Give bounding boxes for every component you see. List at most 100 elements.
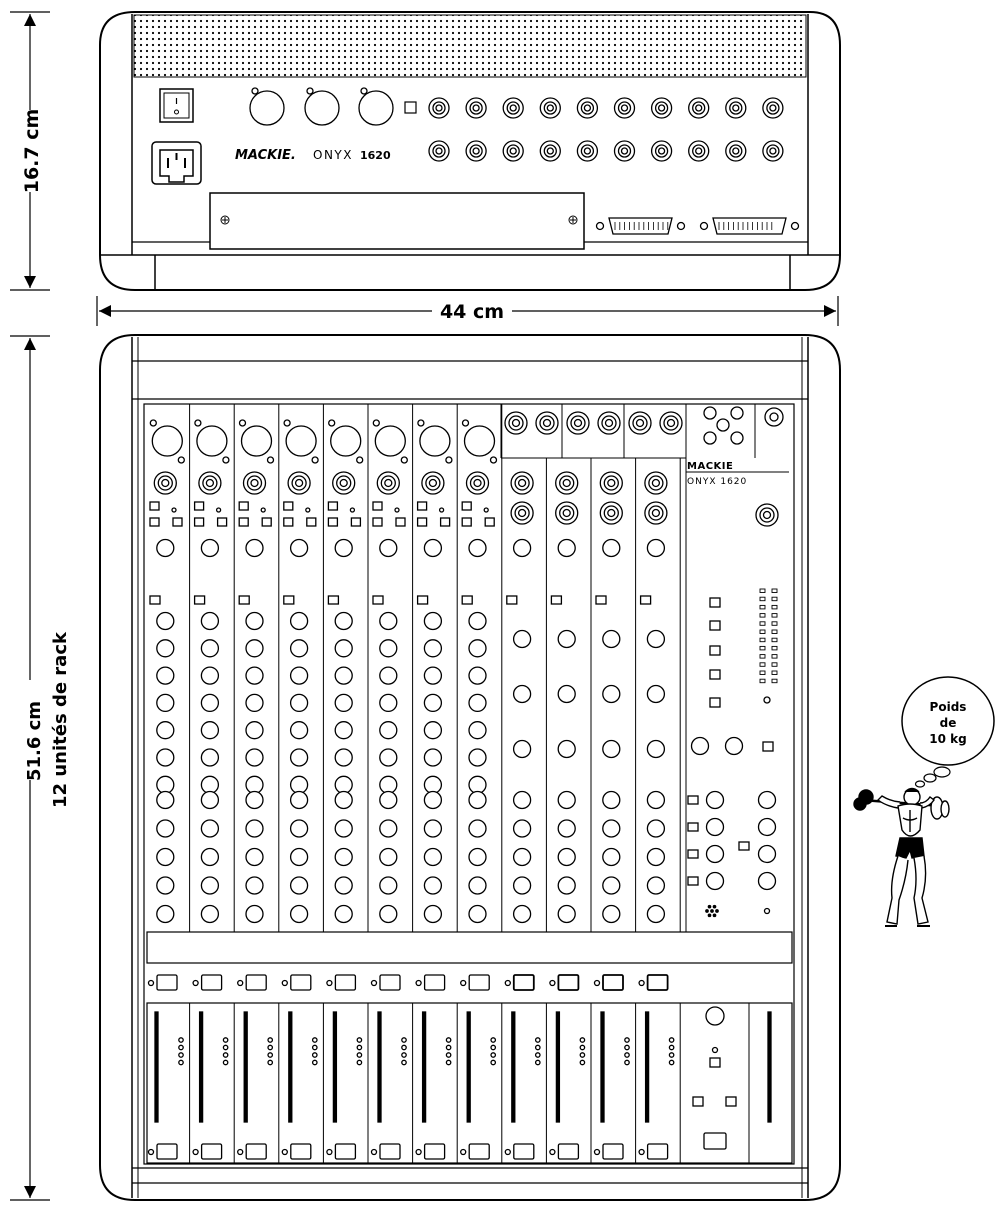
solo-button[interactable] [156,1143,178,1160]
top-stereo-return-jack[interactable] [535,411,559,435]
aux-pan-knob[interactable] [334,876,353,895]
aux-pan-knob[interactable] [646,847,666,867]
mute-button[interactable] [557,974,580,991]
switch-button[interactable] [283,501,294,511]
aux-pan-knob[interactable] [245,819,264,838]
aux-pan-knob[interactable] [379,819,398,838]
aux-pan-knob[interactable] [156,790,175,810]
gain-knob[interactable] [379,538,398,558]
solo-button[interactable] [646,1143,669,1160]
aux-master-switch[interactable] [687,795,699,805]
aux-pan-knob[interactable] [379,790,398,810]
eq-knob[interactable] [334,611,353,631]
aux-pan-knob[interactable] [334,790,353,810]
aux-pan-knob[interactable] [468,876,487,895]
xlr-mic-input[interactable] [330,425,362,457]
eq-knob[interactable] [245,639,264,658]
eq-knob[interactable] [200,721,220,740]
master-switch[interactable] [762,741,774,752]
aux-pan-knob[interactable] [557,819,576,838]
aux-pan-knob[interactable] [423,847,443,867]
switch-button[interactable] [283,595,295,605]
eq-knob[interactable] [156,611,175,631]
master-knob[interactable] [690,736,710,756]
switch-button[interactable] [238,517,249,527]
aux-pan-knob[interactable] [289,847,309,867]
aux-pan-knob[interactable] [379,904,398,924]
aux-pan-knob[interactable] [602,904,621,924]
top-stereo-return-jack[interactable] [597,411,621,435]
channel-fader-10[interactable] [549,1003,592,1163]
aux-pan-knob[interactable] [423,904,443,924]
gain-knob[interactable] [289,538,309,558]
eq-knob[interactable] [423,693,443,713]
aux-pan-knob[interactable] [200,847,220,867]
aux-pan-knob[interactable] [334,847,353,867]
phono-rca-jack[interactable] [730,431,744,445]
gain-knob[interactable] [602,538,621,558]
eq-knob[interactable] [423,666,443,685]
switch-button[interactable] [461,595,473,605]
gain-knob[interactable] [423,538,443,558]
eq-knob[interactable] [334,639,353,658]
switch-button[interactable] [416,501,428,511]
aux-pan-knob[interactable] [602,847,621,867]
eq-knob[interactable] [245,611,264,631]
mute-button[interactable] [290,974,312,991]
eq-knob[interactable] [512,684,532,704]
eq-knob[interactable] [245,721,264,740]
top-stereo-return-jack[interactable] [628,411,652,435]
solo-button[interactable] [423,1143,446,1160]
eq-knob[interactable] [156,721,175,740]
master-switch[interactable] [709,1057,721,1068]
solo-button[interactable] [513,1143,535,1160]
gain-knob[interactable] [156,538,175,558]
master-switch[interactable] [738,841,750,851]
rear-small-switch[interactable] [404,101,417,114]
master-knob[interactable] [724,736,744,756]
eq-knob[interactable] [423,639,443,658]
eq-knob[interactable] [557,739,576,759]
aux-pan-knob[interactable] [646,819,666,838]
eq-knob[interactable] [557,629,576,649]
master-switch[interactable] [725,1096,737,1107]
switch-button[interactable] [506,595,518,605]
eq-knob[interactable] [379,611,398,631]
phono-rca-jack[interactable] [703,406,717,420]
switch-button[interactable] [193,517,205,527]
master-switch[interactable] [709,669,721,680]
aux-return-knob[interactable] [757,871,777,891]
aux-pan-knob[interactable] [602,819,621,838]
switch-button[interactable] [595,595,607,605]
channel-fader-3[interactable] [237,1003,280,1163]
switch-button[interactable] [149,517,160,527]
gain-knob[interactable] [200,538,220,558]
aux-pan-knob[interactable] [289,904,309,924]
xlr-mic-input[interactable] [463,425,496,457]
solo-button[interactable] [468,1143,490,1160]
aux-pan-knob[interactable] [557,904,576,924]
switch-button[interactable] [261,517,272,527]
channel-fader-4[interactable] [281,1003,324,1163]
top-stereo-return-jack[interactable] [659,411,683,435]
eq-knob[interactable] [245,666,264,685]
eq-knob[interactable] [200,693,220,713]
switch-button[interactable] [416,517,428,527]
switch-button[interactable] [639,595,652,605]
aux-pan-knob[interactable] [646,876,666,895]
aux-pan-knob[interactable] [512,819,532,838]
aux-pan-knob[interactable] [245,904,264,924]
switch-button[interactable] [550,595,563,605]
gain-knob[interactable] [512,538,532,558]
switch-button[interactable] [172,517,183,527]
eq-knob[interactable] [379,693,398,713]
switch-button[interactable] [461,517,472,527]
aux-pan-knob[interactable] [602,876,621,895]
aux-pan-knob[interactable] [468,904,487,924]
eq-knob[interactable] [334,693,353,713]
eq-knob[interactable] [468,721,487,740]
aux-pan-knob[interactable] [557,847,576,867]
eq-knob[interactable] [379,666,398,685]
eq-knob[interactable] [334,721,353,740]
eq-knob[interactable] [200,611,220,631]
